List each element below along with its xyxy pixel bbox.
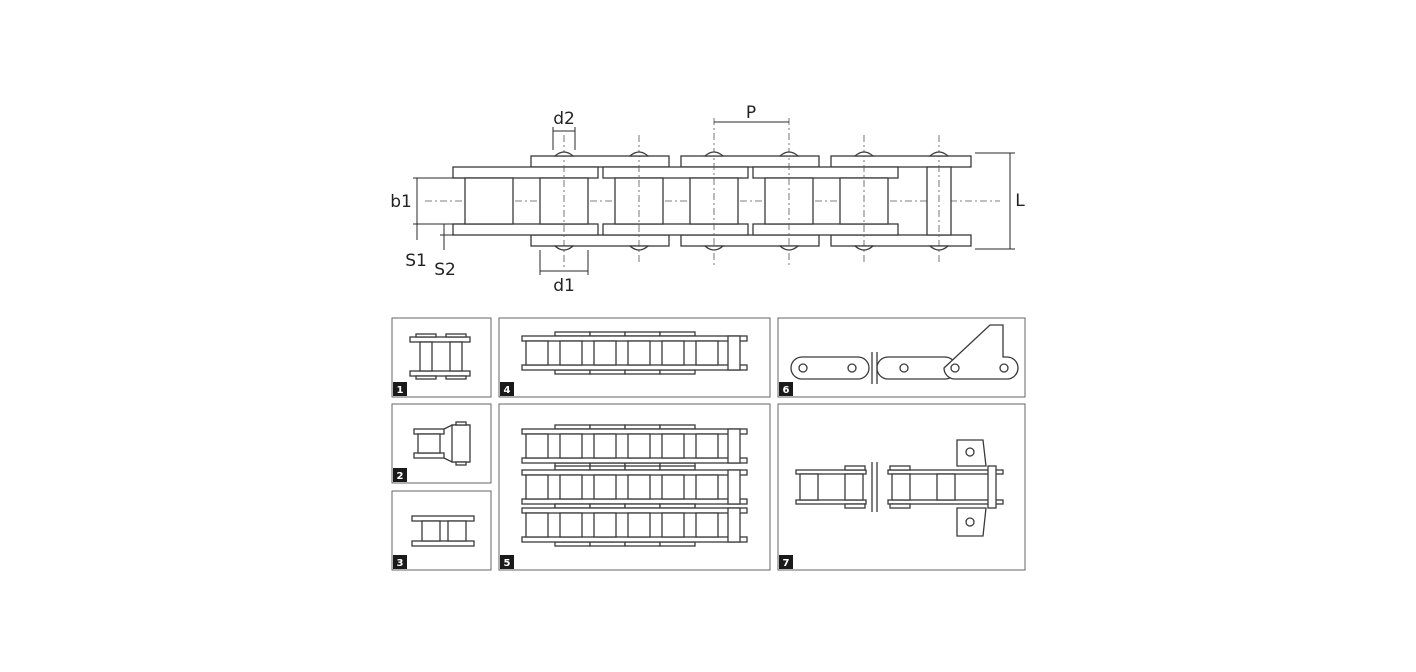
label-l: L	[1015, 191, 1025, 211]
label-s1: S1	[405, 251, 427, 271]
variant-badge	[393, 555, 407, 569]
variant-number: 4	[504, 385, 511, 396]
variant-number: 7	[783, 558, 790, 569]
variant-5-box: 5	[498, 403, 771, 571]
variant-number: 3	[397, 558, 404, 569]
variant-number: 6	[783, 385, 790, 396]
variant-badge	[500, 555, 514, 569]
label-d1: d1	[553, 276, 575, 296]
variant-4-box: 4	[498, 317, 771, 398]
label-pitch: P	[746, 103, 756, 123]
variant-badge	[779, 555, 793, 569]
label-d2: d2	[553, 109, 575, 129]
variant-badge	[393, 382, 407, 396]
variant-badge	[779, 382, 793, 396]
variant-6-box: 6	[777, 317, 1026, 398]
variant-badge	[393, 468, 407, 482]
variant-2-box: 2	[391, 403, 492, 484]
main-chain-drawing: d2 P b1 L S1 S2 d1	[390, 103, 1025, 296]
variant-number: 2	[397, 471, 404, 482]
variant-3-box: 3	[391, 490, 492, 571]
variant-number: 5	[504, 558, 511, 569]
label-b1: b1	[390, 192, 412, 212]
variant-7-box: 7	[777, 403, 1026, 571]
variant-badge	[500, 382, 514, 396]
variant-number: 1	[397, 385, 404, 396]
label-s2: S2	[434, 260, 456, 280]
variant-1-box: 1	[391, 317, 492, 398]
